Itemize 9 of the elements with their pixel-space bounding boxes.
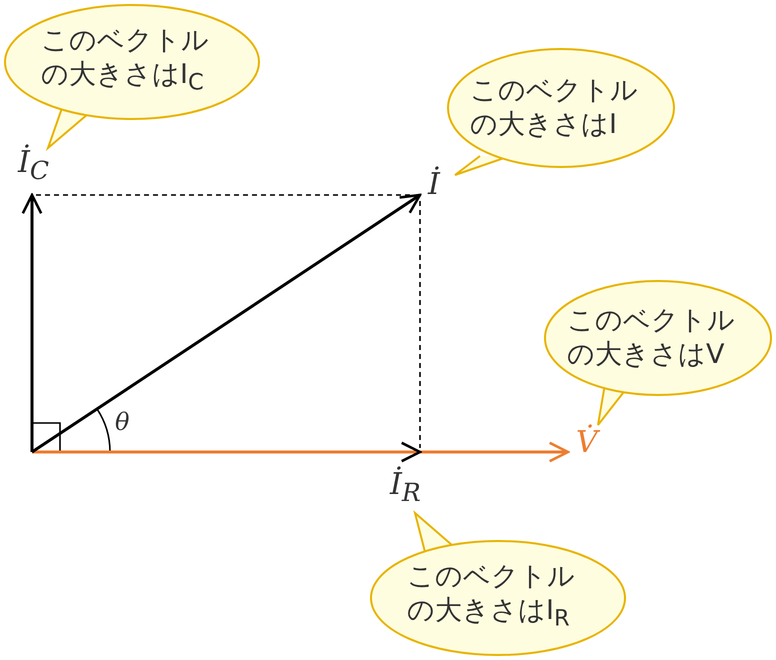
speech-bubble — [370, 540, 626, 656]
angle-label: θ — [115, 410, 130, 434]
callout-text: このベクトルの大きさはI — [470, 74, 639, 142]
speech-bubble — [544, 280, 772, 396]
callout-text: このベクトルの大きさはV — [567, 304, 736, 372]
callout-text: このベクトルの大きさはI$_{C}$ — [41, 24, 210, 98]
callout-text: このベクトルの大きさはI$_{R}$ — [407, 560, 576, 634]
speech-bubble — [4, 4, 260, 120]
speech-bubble — [447, 48, 675, 168]
